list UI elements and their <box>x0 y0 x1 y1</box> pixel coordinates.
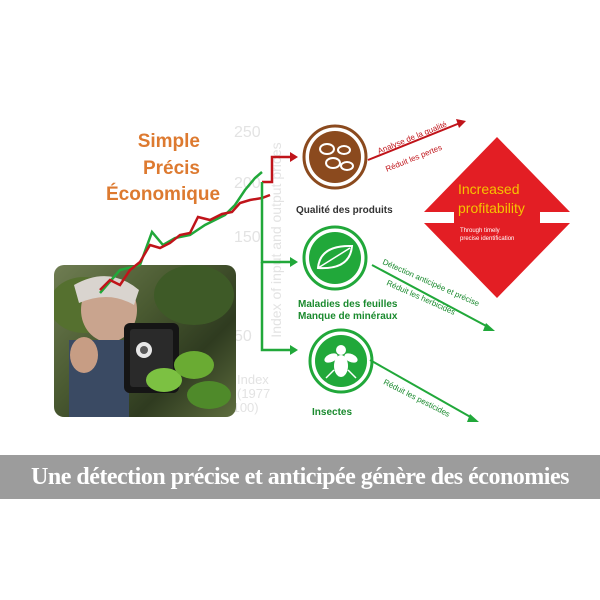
beans-icon <box>309 131 361 183</box>
farmer-photo <box>54 265 236 417</box>
profitability-arrow <box>424 137 570 298</box>
arrow-head-top <box>290 152 298 162</box>
profitability-subtitle: Through timely precise identification <box>460 227 550 243</box>
connector-middle <box>260 182 296 264</box>
profitability-title-2: profitability <box>458 200 525 216</box>
label-insects: Insectes <box>312 407 353 418</box>
beans-icon-ring <box>302 124 368 190</box>
tick-50: 50 <box>234 328 252 345</box>
bug-icon-ring <box>308 328 374 394</box>
banner-text: Une détection précise et anticipée génèr… <box>31 464 569 490</box>
benefit-arrow-quality-head <box>456 119 466 128</box>
profitability-sub-1: Through timely <box>460 228 500 234</box>
arrow-head-middle <box>290 257 298 267</box>
profitability-title: Increased profitability <box>458 180 578 218</box>
tagline-economique: Économique <box>106 184 221 205</box>
red-trend-line <box>99 193 271 291</box>
connector-top <box>262 155 296 184</box>
faint-index-label-2: (1977 <box>237 386 271 401</box>
tagline-precis: Précis <box>142 158 200 179</box>
tagline-simple: Simple <box>137 131 200 152</box>
connector-bottom <box>260 262 296 352</box>
benefit-arrow-quality <box>367 122 461 161</box>
leaf-icon-ring <box>302 225 368 291</box>
profitability-title-1: Increased <box>458 181 520 197</box>
label-quality: Qualité des produits <box>296 205 393 216</box>
green-trend-line <box>99 171 263 294</box>
label-leaf-2: Manque de minéraux <box>298 311 398 322</box>
benefit-arrow-insect-head <box>467 414 479 422</box>
tick-250: 250 <box>234 124 261 141</box>
tick-150: 150 <box>234 229 261 246</box>
benefit-arrow-insect <box>369 359 475 420</box>
profitability-sub-2: precise identification <box>460 236 515 242</box>
label-leaf-1: Maladies des feuilles <box>298 299 398 310</box>
benefit-arrow-leaf <box>371 264 491 329</box>
benefit-arrow-leaf-head <box>483 323 495 331</box>
bottom-banner: Une détection précise et anticipée génèr… <box>0 455 600 499</box>
faint-index-label: Index <box>237 372 269 387</box>
arrow-head-bottom <box>290 345 298 355</box>
